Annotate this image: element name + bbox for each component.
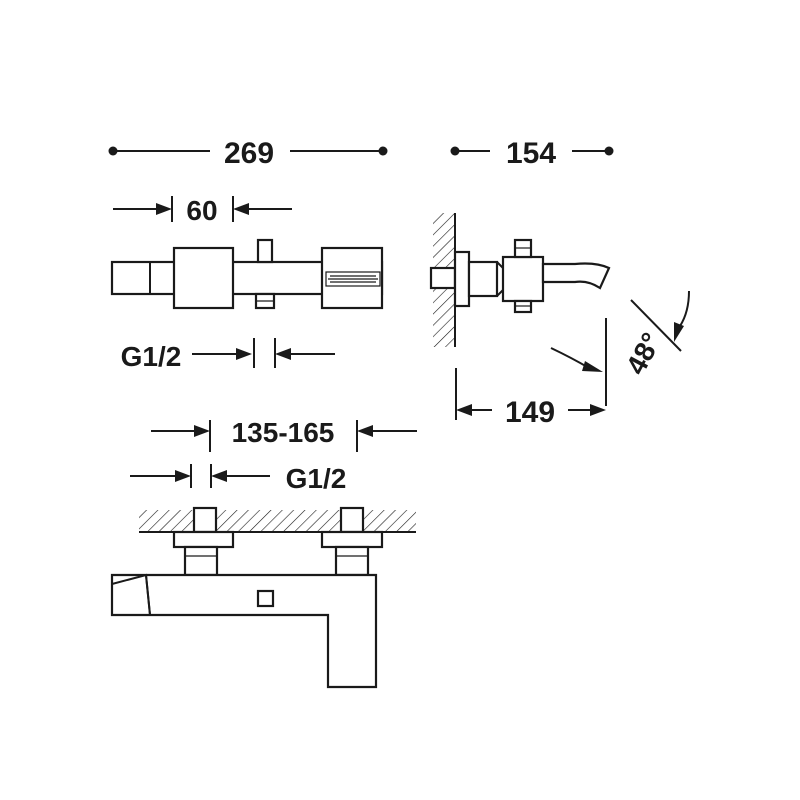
dimension-label-spout-angle: 48° (620, 328, 667, 380)
dimension-handle-width: 60 (113, 195, 292, 226)
dimension-label-center-distance: 135-165 (232, 417, 335, 448)
dimension-center-distance: 135-165 (151, 417, 417, 452)
dimension-label-handle-width: 60 (186, 195, 217, 226)
mixer-top-view (110, 238, 384, 310)
dimension-projection: 149 (455, 368, 606, 429)
mixer-front-view (110, 506, 416, 689)
dimension-label-inlet-thread-top: G1/2 (121, 341, 182, 372)
dimension-label-projection: 149 (505, 396, 555, 429)
dimension-label-depth: 154 (506, 137, 556, 170)
dimension-dot-right (378, 146, 388, 156)
mixer-side-view (429, 213, 611, 347)
dimension-inlet-thread-front: G1/2 (130, 463, 346, 494)
dimension-inlet-thread-top: G1/2 (121, 338, 335, 372)
dimension-spout-angle: 48° (550, 290, 690, 406)
dimension-depth: 154 (450, 137, 614, 170)
dimension-overall-length: 269 (108, 137, 388, 170)
dimension-label-overall-length: 269 (224, 137, 274, 170)
dimension-label-inlet-thread-front: G1/2 (286, 463, 347, 494)
